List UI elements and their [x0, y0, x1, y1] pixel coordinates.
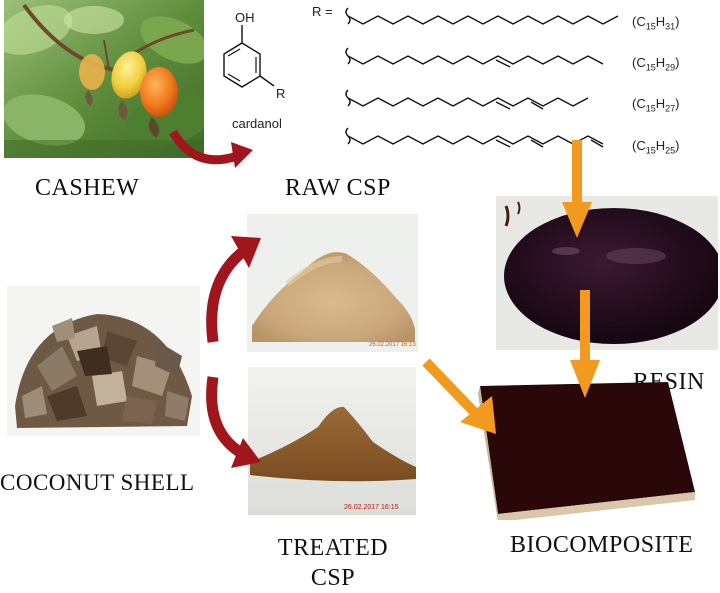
cardanol-label: cardanol: [232, 116, 282, 131]
cashew-label: CASHEW: [35, 175, 140, 201]
formula-c15h29: (C15H29): [632, 55, 680, 73]
coconut-shell-label: COCONUT SHELL: [0, 470, 195, 495]
r-substituent-label: R: [276, 86, 286, 101]
formula-c15h25: (C15H25): [632, 138, 680, 156]
coconut-shell-photo: [7, 286, 200, 436]
coconut-to-treated-arrow: [195, 372, 265, 482]
chain-to-resin-arrow: [560, 140, 594, 240]
svg-text:26.02.2017 16:13: 26.02.2017 16:13: [369, 342, 416, 348]
treated-csp-label: TREATED CSP: [277, 535, 389, 591]
biocomposite-label: BIOCOMPOSITE: [510, 532, 694, 558]
treated-csp-photo: 26.02.2017 16:15: [248, 367, 416, 515]
raw-csp-label: RAW CSP: [285, 175, 391, 201]
formula-c15h31: (C15H31): [632, 14, 680, 32]
cashew-photo: [4, 0, 204, 158]
cardanol-structure: [210, 5, 300, 145]
alkyl-chains: [340, 0, 630, 165]
svg-text:26.02.2017 16:15: 26.02.2017 16:15: [344, 504, 399, 511]
resin-photo: [496, 196, 718, 350]
oh-label: OH: [235, 10, 255, 25]
coconut-to-raw-arrow: [195, 220, 265, 350]
cashew-to-cardanol-arrow: [165, 128, 255, 173]
formula-c15h27: (C15H27): [632, 96, 680, 114]
treated-to-biocomposite-arrow: [420, 356, 500, 438]
r-equals-label: R =: [312, 4, 333, 19]
resin-to-biocomposite-arrow: [568, 290, 602, 400]
raw-csp-photo: 26.02.2017 16:13: [247, 214, 418, 352]
